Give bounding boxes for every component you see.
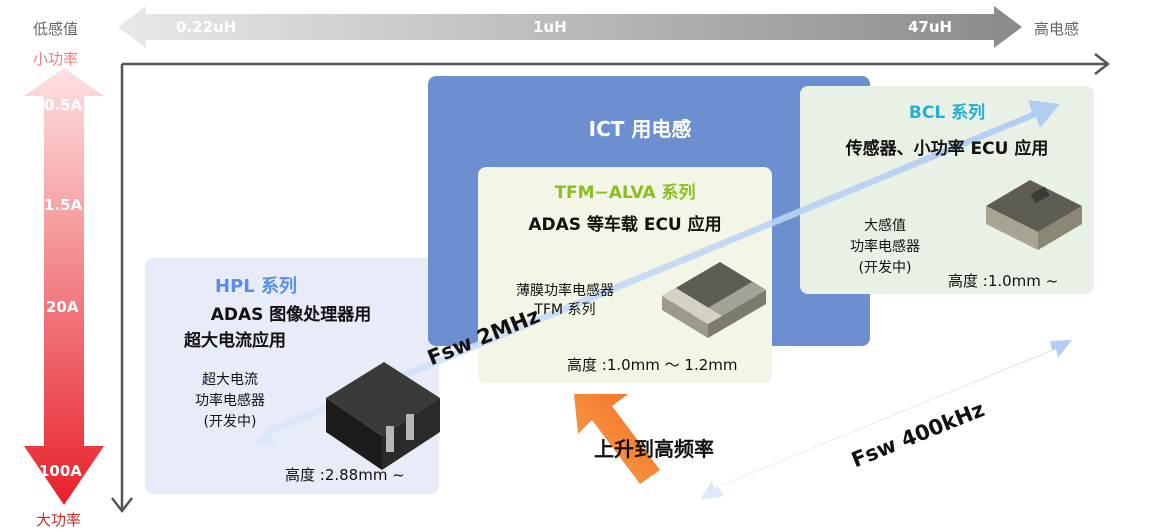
- rise-label: 上升到高频率: [594, 437, 714, 461]
- bcl-desc-line: (开发中): [858, 260, 912, 276]
- current-tick: 1.5A: [44, 196, 83, 214]
- hpl-height: 高度 :2.88mm ~: [285, 466, 405, 484]
- current-arrow: [24, 68, 104, 505]
- tfm-desc-line: 薄膜功率电感器: [516, 283, 614, 299]
- tfm-description: 薄膜功率电感器 TFM 系列: [495, 282, 635, 320]
- inductance-tick: 0.22uH: [176, 18, 237, 36]
- current-tick: 20A: [46, 298, 79, 316]
- current-tick: 0.5A: [44, 96, 83, 114]
- large-power-label: 大功率: [36, 511, 82, 529]
- bcl-subtitle: 传感器、小功率 ECU 应用: [845, 139, 1049, 159]
- inductance-tick: 47uH: [908, 18, 953, 36]
- hpl-desc-line: (开发中): [203, 414, 257, 430]
- bcl-desc-line: 功率电感器: [850, 239, 920, 255]
- ict-title: ICT 用电感: [588, 117, 692, 141]
- low-inductance-label: 低感值: [33, 20, 79, 38]
- fsw-high-arrow: [252, 100, 1060, 446]
- bcl-title: BCL 系列: [908, 103, 986, 123]
- current-tick: 100A: [39, 462, 82, 480]
- hpl-description: 超大电流 功率电感器 (开发中): [170, 370, 290, 433]
- hpl-desc-line: 超大电流: [202, 372, 258, 388]
- inductance-tick: 1uH: [533, 18, 567, 36]
- tfm-component: [662, 262, 766, 338]
- small-power-label: 小功率: [33, 50, 79, 68]
- tfm-desc-line: TFM 系列: [534, 302, 596, 318]
- tfm-subtitle: ADAS 等车载 ECU 应用: [528, 215, 722, 235]
- inductance-arrow: [118, 6, 1022, 48]
- tfm-height: 高度 :1.0mm ～ 1.2mm: [567, 356, 738, 374]
- high-inductance-label: 高电感: [1034, 20, 1080, 38]
- tfm-title: TFM−ALVA 系列: [554, 183, 696, 203]
- hpl-subtitle-2: 超大电流应用: [184, 331, 286, 351]
- hpl-desc-line: 功率电感器: [195, 393, 265, 409]
- bcl-height: 高度 :1.0mm ~: [948, 272, 1059, 290]
- fsw-low-arrow: [700, 340, 1072, 500]
- bcl-desc-line: 大感值: [864, 218, 906, 234]
- hpl-title: HPL 系列: [215, 276, 297, 297]
- hpl-subtitle: ADAS 图像处理器用: [210, 305, 372, 325]
- bcl-description: 大感值 功率电感器 (开发中): [820, 216, 950, 279]
- bcl-component: [986, 180, 1082, 250]
- rise-arrow: [574, 394, 660, 484]
- hpl-component: [326, 362, 440, 470]
